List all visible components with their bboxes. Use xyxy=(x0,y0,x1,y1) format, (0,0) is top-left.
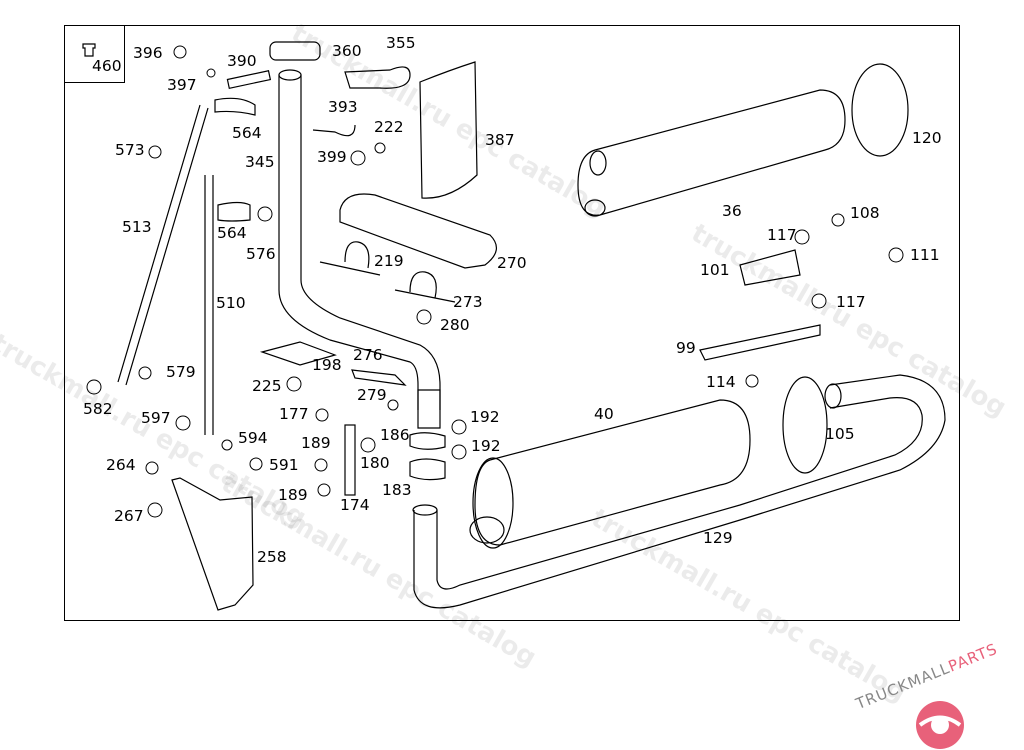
part-355-clamp xyxy=(344,66,411,89)
part-label[interactable]: 564 xyxy=(217,224,247,242)
part-label[interactable]: 582 xyxy=(83,400,113,418)
part-105-band xyxy=(782,376,828,474)
inset-box-460 xyxy=(64,25,125,83)
part-pipe-sleeve xyxy=(417,389,441,429)
part-label[interactable]: 267 xyxy=(114,507,144,525)
part-label[interactable]: 279 xyxy=(357,386,387,404)
part-label[interactable]: 396 xyxy=(133,44,163,62)
part-label[interactable]: 273 xyxy=(453,293,483,311)
part-345-pipe-end xyxy=(278,69,302,81)
part-174-plate xyxy=(344,424,356,496)
part-label[interactable]: 513 xyxy=(122,218,152,236)
part-label[interactable]: 460 xyxy=(92,57,122,75)
part-513-strut xyxy=(117,104,209,386)
part-label[interactable]: 280 xyxy=(440,316,470,334)
part-label[interactable]: 573 xyxy=(115,141,145,159)
part-label[interactable]: 40 xyxy=(594,405,614,423)
part-label[interactable]: 114 xyxy=(706,373,736,391)
part-186-183-clamps xyxy=(409,432,446,481)
gear-icon xyxy=(916,701,964,749)
part-label[interactable]: 387 xyxy=(485,131,515,149)
part-129-pipe xyxy=(413,374,946,609)
part-360-clamp xyxy=(269,41,321,61)
part-label[interactable]: 192 xyxy=(470,408,500,426)
part-label[interactable]: 355 xyxy=(386,34,416,52)
part-label[interactable]: 192 xyxy=(471,437,501,455)
part-label[interactable]: 276 xyxy=(353,346,383,364)
part-label[interactable]: 360 xyxy=(332,42,362,60)
part-label[interactable]: 264 xyxy=(106,456,136,474)
part-label[interactable]: 111 xyxy=(910,246,940,264)
part-label[interactable]: 189 xyxy=(278,486,308,504)
part-393-clamp xyxy=(312,124,356,137)
part-label[interactable]: 579 xyxy=(166,363,196,381)
part-label[interactable]: 576 xyxy=(246,245,276,263)
part-label[interactable]: 99 xyxy=(676,339,696,357)
part-390-plate xyxy=(226,70,272,89)
part-460-cap xyxy=(82,43,96,57)
part-387-shield xyxy=(419,61,478,199)
part-label[interactable]: 180 xyxy=(360,454,390,472)
part-564-clamp-lower xyxy=(217,201,251,222)
diagram-frame xyxy=(64,25,960,621)
part-label[interactable]: 177 xyxy=(279,405,309,423)
truckmall-parts-logo: TRUCKMALLPARTS xyxy=(853,640,1020,750)
part-40-muffler xyxy=(474,399,751,546)
part-label[interactable]: 594 xyxy=(238,429,268,447)
part-258-shield xyxy=(171,477,254,611)
part-label[interactable]: 597 xyxy=(141,409,171,427)
part-564-clamp xyxy=(214,97,256,116)
part-label[interactable]: 198 xyxy=(312,356,342,374)
part-label[interactable]: 510 xyxy=(216,294,246,312)
part-120-band xyxy=(851,63,909,157)
part-label[interactable]: 390 xyxy=(227,52,257,70)
part-label[interactable]: 225 xyxy=(252,377,282,395)
fasteners xyxy=(86,45,904,518)
part-label[interactable]: 129 xyxy=(703,529,733,547)
part-label[interactable]: 591 xyxy=(269,456,299,474)
part-label[interactable]: 120 xyxy=(912,129,942,147)
part-129-pipe-end xyxy=(412,504,438,516)
part-label[interactable]: 117 xyxy=(836,293,866,311)
part-label[interactable]: 105 xyxy=(825,425,855,443)
part-label[interactable]: 117 xyxy=(767,226,797,244)
part-label[interactable]: 174 xyxy=(340,496,370,514)
part-label[interactable]: 222 xyxy=(374,118,404,136)
part-label[interactable]: 345 xyxy=(245,153,275,171)
part-219-clamp xyxy=(319,241,381,276)
part-510-strut xyxy=(204,175,214,435)
part-label[interactable]: 397 xyxy=(167,76,197,94)
part-label[interactable]: 258 xyxy=(257,548,287,566)
part-label[interactable]: 183 xyxy=(382,481,412,499)
part-label[interactable]: 101 xyxy=(700,261,730,279)
part-label[interactable]: 36 xyxy=(722,202,742,220)
part-101-bracket xyxy=(739,249,801,286)
part-198-bracket xyxy=(259,341,337,366)
part-label[interactable]: 564 xyxy=(232,124,262,142)
part-345-pipe xyxy=(278,75,441,410)
part-label[interactable]: 270 xyxy=(497,254,527,272)
part-36-muffler xyxy=(577,89,846,216)
part-270-shield xyxy=(339,193,497,269)
part-273-clamp xyxy=(394,271,456,303)
part-label[interactable]: 219 xyxy=(374,252,404,270)
part-label[interactable]: 186 xyxy=(380,426,410,444)
part-label[interactable]: 108 xyxy=(850,204,880,222)
part-label[interactable]: 399 xyxy=(317,148,347,166)
part-label[interactable]: 189 xyxy=(301,434,331,452)
part-label[interactable]: 393 xyxy=(328,98,358,116)
part-276-bracket xyxy=(351,369,407,386)
part-99-bracket xyxy=(699,324,821,361)
